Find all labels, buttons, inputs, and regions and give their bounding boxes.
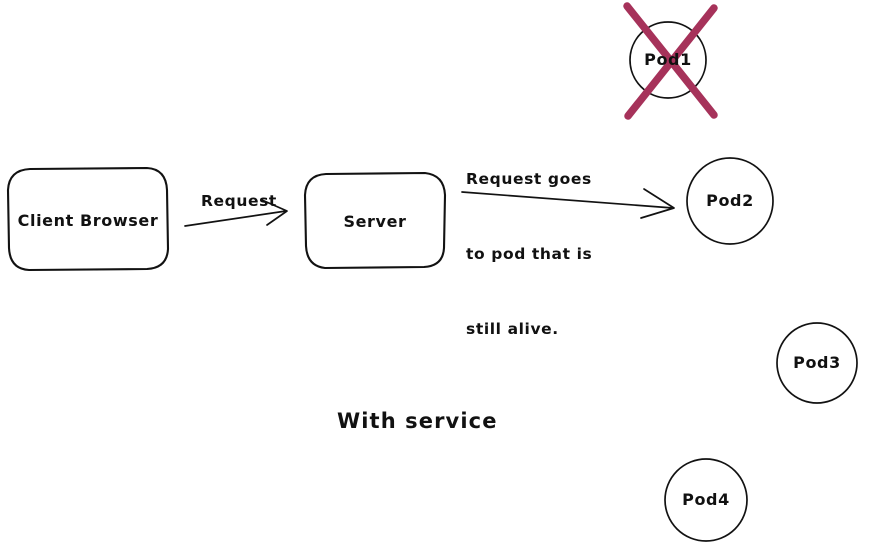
pod2-label: Pod2 [706,191,754,210]
pod1-crossed-out-mark [623,2,718,120]
client-browser-box-shape [6,166,170,272]
pod1-label: Pod1 [644,50,692,69]
annotation-line-1: Request goes [466,170,592,188]
annotation-request-goes-to-alive-pod: Request goes to pod that is still alive. [466,117,592,392]
pod3-label: Pod3 [793,353,841,372]
request-arrow-1 [184,199,288,227]
server-box-shape [303,171,447,270]
pod3-circle-shape [776,322,858,404]
request-arrow-2 [461,188,675,219]
server-label: Server [343,212,407,231]
pod1-circle-shape [629,21,707,99]
client-browser-label: Client Browser [17,211,159,230]
diagram-caption: With service [337,409,498,433]
annotation-line-2: to pod that is [466,245,593,263]
annotation-line-3: still alive. [466,320,559,338]
pod2-circle-shape [686,157,774,245]
pod4-circle-shape [664,458,748,542]
edge-label-request: Request [201,192,277,210]
pod4-label: Pod4 [682,490,730,509]
